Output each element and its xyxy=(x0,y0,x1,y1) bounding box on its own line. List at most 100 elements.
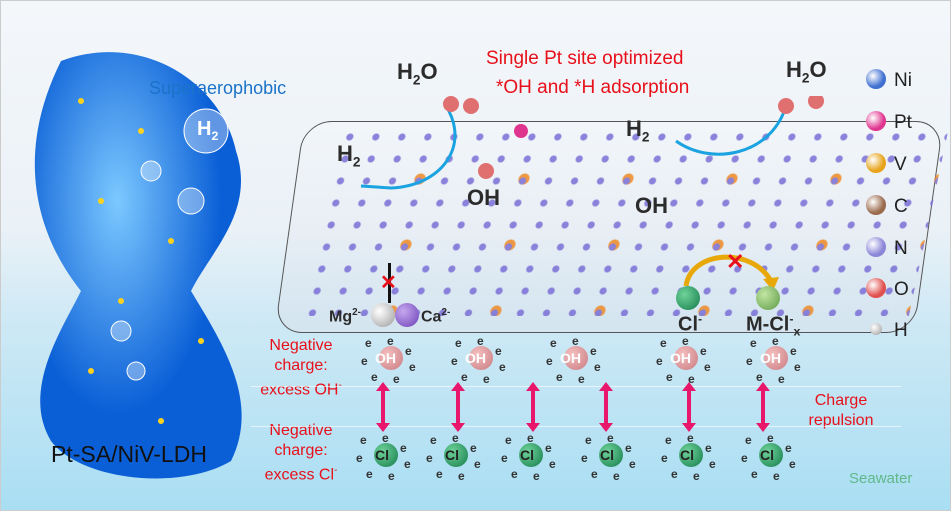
legend-item-n: N xyxy=(866,233,946,263)
electron-label: e xyxy=(545,441,552,455)
svg-text:✕: ✕ xyxy=(726,249,744,274)
electron-label: e xyxy=(533,469,540,483)
oh-left-label: OH xyxy=(467,185,500,210)
legend-item-pt: Pt xyxy=(866,107,946,137)
electron-label: e xyxy=(405,344,412,358)
oh-ion-label: OH xyxy=(560,350,581,366)
h2o-left-label: H2O xyxy=(397,59,438,88)
legend-label: Ni xyxy=(894,70,912,91)
material-label: Pt-SA/NiV-LDH xyxy=(51,441,207,467)
electron-label: e xyxy=(404,457,411,471)
mcl-label: M-Cl-x xyxy=(746,312,801,339)
electron-label: e xyxy=(794,360,801,374)
v-atom-icon xyxy=(866,153,886,173)
electron-label: e xyxy=(705,441,712,455)
cl-ion-sphere xyxy=(599,443,623,467)
cl-ion-sphere xyxy=(519,443,543,467)
cl-ion-sphere xyxy=(444,443,468,467)
electron-label: e xyxy=(483,372,490,386)
electron-label: e xyxy=(365,336,372,350)
cl-ion-label: Cl xyxy=(520,447,534,463)
repulsion-double-arrow xyxy=(756,382,770,432)
electron-label: e xyxy=(709,457,716,471)
electron-label: e xyxy=(745,433,752,447)
electron-label: e xyxy=(527,431,534,445)
electron-label: e xyxy=(505,433,512,447)
oh-ion-sphere xyxy=(674,346,698,370)
electron-label: e xyxy=(629,457,636,471)
electron-label: e xyxy=(382,431,389,445)
electron-label: e xyxy=(756,370,763,384)
title-line-2: *OH and *H adsorption xyxy=(496,77,690,98)
repulsion-double-arrow xyxy=(451,382,465,432)
ni-atom-icon xyxy=(866,69,886,89)
legend-label: V xyxy=(894,154,907,175)
electron-label: e xyxy=(436,467,443,481)
electron-label: e xyxy=(550,336,557,350)
electron-label: e xyxy=(700,344,707,358)
oh-ion-sphere xyxy=(469,346,493,370)
h2-left-label: H2 xyxy=(337,141,361,170)
mg-label: Mg2- xyxy=(329,307,361,326)
oh-ion-sphere xyxy=(564,346,588,370)
electron-label: e xyxy=(666,370,673,384)
electron-label: e xyxy=(461,370,468,384)
electron-label: e xyxy=(773,469,780,483)
repulsion-double-arrow xyxy=(526,382,540,432)
electron-label: e xyxy=(430,433,437,447)
legend-label: O xyxy=(894,279,909,300)
electron-label: e xyxy=(451,354,458,368)
repulsion-double-arrow xyxy=(599,382,613,432)
electron-label: e xyxy=(387,334,394,348)
electron-label: e xyxy=(607,431,614,445)
electron-label: e xyxy=(591,467,598,481)
oh-right-label: OH xyxy=(635,193,668,218)
electron-label: e xyxy=(665,433,672,447)
electron-label: e xyxy=(693,469,700,483)
electron-label: e xyxy=(477,334,484,348)
electron-label: e xyxy=(458,469,465,483)
ca-ion-sphere xyxy=(395,303,419,327)
electron-label: e xyxy=(361,354,368,368)
electron-label: e xyxy=(785,441,792,455)
mcl-sphere xyxy=(756,286,780,310)
electron-label: e xyxy=(400,441,407,455)
ca-label: Ca2- xyxy=(421,307,451,326)
electron-label: e xyxy=(452,431,459,445)
h-atom-icon xyxy=(870,323,882,335)
h2-bubble-label: H2 xyxy=(197,118,219,143)
ldh-nanoflower-illustration xyxy=(34,52,242,479)
electron-label: e xyxy=(778,372,785,386)
repulsion-double-arrow xyxy=(376,382,390,432)
blocked-x-icon: ✕ xyxy=(380,272,397,294)
legend-label: Pt xyxy=(894,112,912,133)
cl-ion-label: Cl xyxy=(445,447,459,463)
electron-label: e xyxy=(767,431,774,445)
legend-item-o: O xyxy=(866,274,946,304)
electron-label: e xyxy=(585,433,592,447)
legend-label: C xyxy=(894,196,908,217)
c-atom-icon xyxy=(866,195,886,215)
electron-label: e xyxy=(590,344,597,358)
electron-label: e xyxy=(656,354,663,368)
cl-ion-sphere xyxy=(759,443,783,467)
electron-label: e xyxy=(511,467,518,481)
legend-item-h: H xyxy=(866,315,946,345)
electron-label: e xyxy=(474,457,481,471)
divider-line xyxy=(251,426,901,427)
electron-label: e xyxy=(371,370,378,384)
seawater-label: Seawater xyxy=(849,470,913,487)
electron-label: e xyxy=(613,469,620,483)
oh-ion-label: OH xyxy=(760,350,781,366)
n-atom-icon xyxy=(866,237,886,257)
electron-label: e xyxy=(501,451,508,465)
electron-label: e xyxy=(661,451,668,465)
pt-atom-icon xyxy=(866,111,886,131)
electron-label: e xyxy=(455,336,462,350)
oh-ion-label: OH xyxy=(465,350,486,366)
